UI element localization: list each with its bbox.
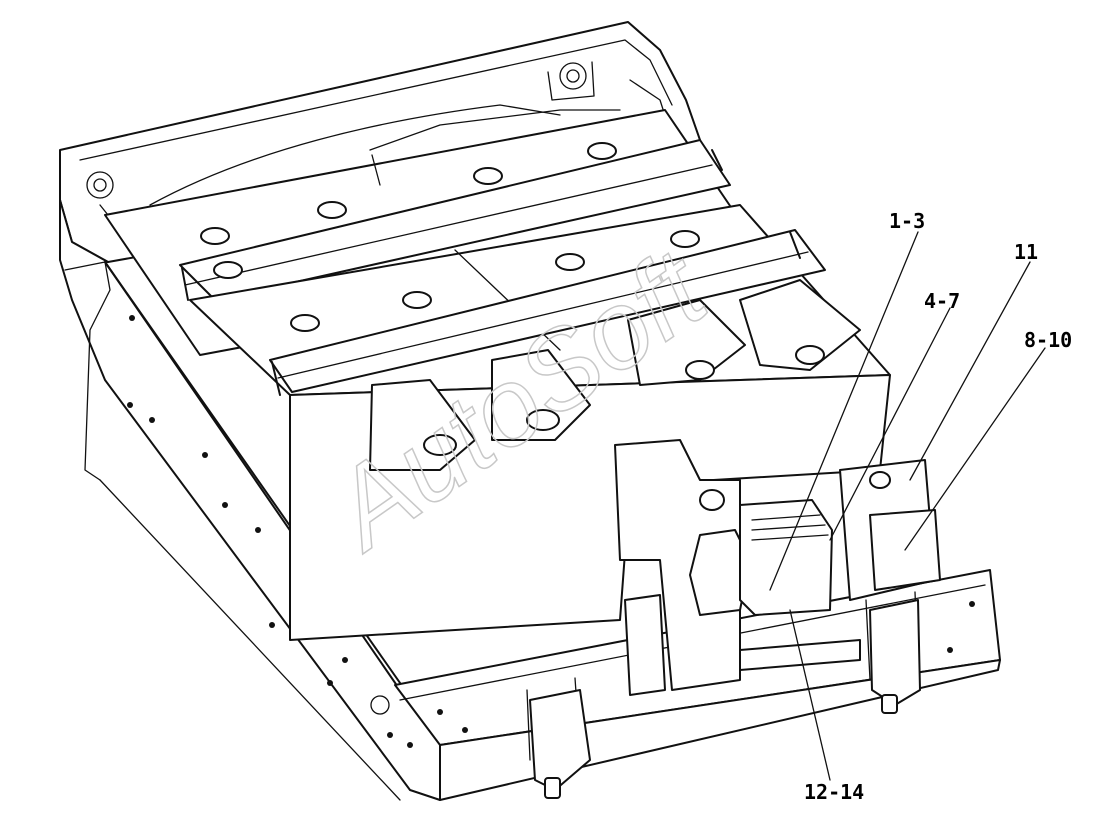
rear-hold-down-bar — [179, 139, 731, 301]
callout-4-7: 4-7 — [924, 289, 961, 313]
front-hold-down-bar — [269, 229, 826, 396]
latch-right — [865, 591, 921, 714]
leader-lines — [769, 231, 1046, 781]
fuse-box — [839, 459, 941, 601]
callout-11: 11 — [1014, 240, 1039, 264]
callout-1-3: 1-3 — [889, 209, 926, 233]
latch-left — [526, 677, 591, 799]
callout-12-14: 12-14 — [804, 780, 865, 804]
terminal-covers — [369, 279, 861, 471]
callout-8-10: 8-10 — [1024, 328, 1073, 352]
